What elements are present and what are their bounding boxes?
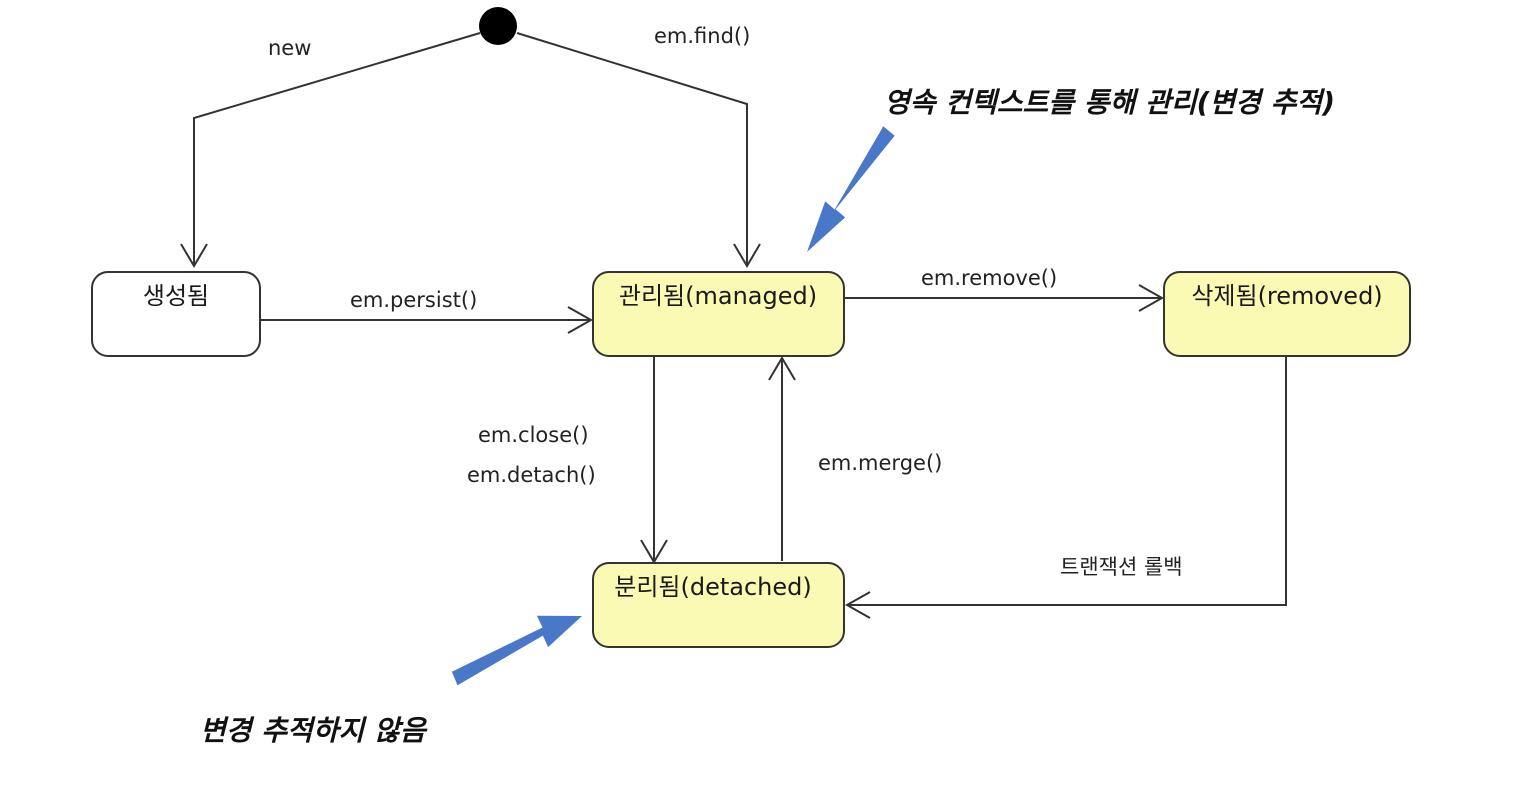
state-managed-label: 관리됨(managed) [619,282,817,310]
blue-arrow-icon-detached [451,615,582,686]
arrowhead-managed-to-removed [1138,284,1165,312]
edge-initial-to-new [193,32,481,266]
edge-removed-to-detached [847,356,1287,606]
edge-initial-to-managed [516,32,748,266]
edge-label-close: em.close() [478,423,589,447]
arrowhead-removed-to-detached [844,591,871,619]
edge-label-find: em.find() [654,24,750,48]
arrowhead-new-to-managed [567,306,594,334]
edge-label-new: new [268,36,311,60]
state-new-box [91,271,261,357]
blue-arrow-icon-managed [807,126,895,252]
edge-label-rollback: 트랜잭션 롤백 [1060,555,1183,579]
state-removed-box [1163,271,1411,357]
edge-label-merge: em.merge() [818,451,942,475]
edge-label-persist: em.persist() [350,288,477,312]
arrowhead-detached-to-managed [768,356,796,381]
state-detached-label: 분리됨(detached) [614,573,812,601]
note-detached: 변경 추적하지 않음 [200,714,428,747]
state-new-label: 생성됨 [143,282,209,310]
state-removed-label: 삭제됨(removed) [1191,282,1382,310]
state-managed-box [592,271,845,357]
state-detached-box [592,562,845,648]
arrowhead-initial-to-managed [733,243,761,268]
note-managed: 영속 컨텍스트를 통해 관리(변경 추적) [884,86,1335,119]
initial-state-icon [479,7,517,45]
edge-label-detach: em.detach() [467,463,596,487]
edge-label-remove: em.remove() [921,266,1057,290]
arrowhead-initial-to-new [180,243,208,268]
